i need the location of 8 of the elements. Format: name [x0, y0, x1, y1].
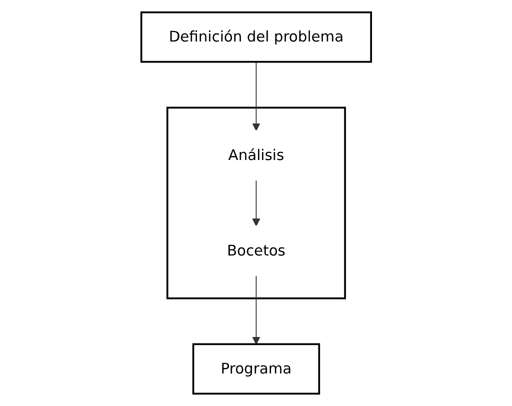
arrow: [252, 180, 260, 226]
node-text: Bocetos: [226, 242, 286, 259]
node-box: Definición del problema: [140, 11, 372, 63]
arrow: [252, 274, 260, 345]
cluster: [166, 106, 346, 300]
node-text: Análisis: [228, 146, 284, 164]
node-box: Programa: [192, 343, 320, 395]
arrow: [252, 61, 260, 131]
